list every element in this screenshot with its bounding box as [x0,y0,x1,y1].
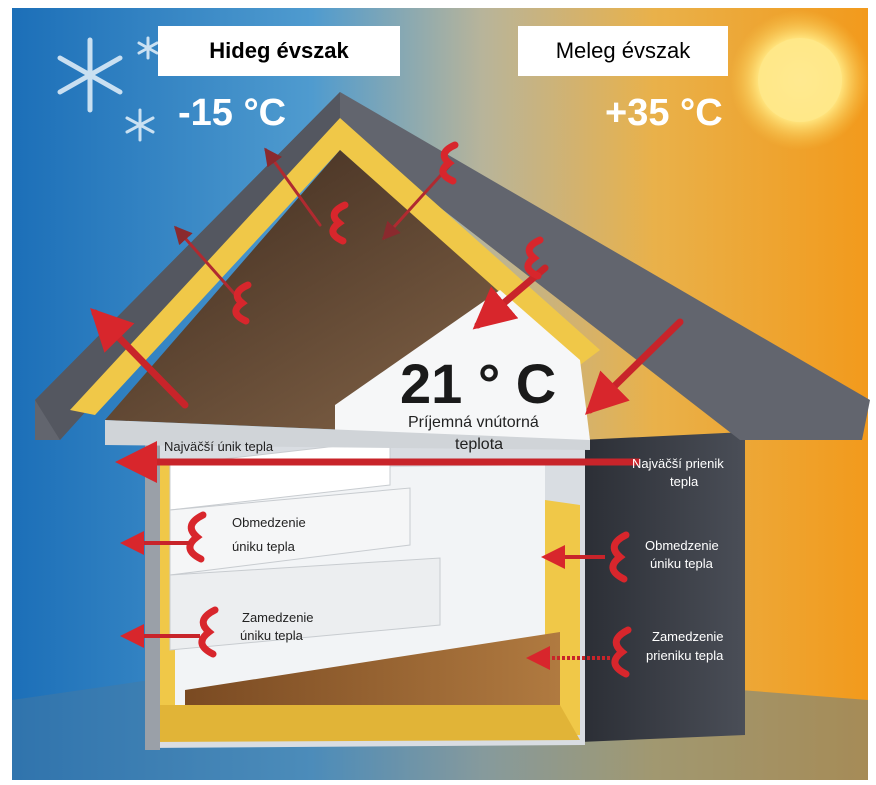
largest-loss-label: Najväčší únik tepla [164,439,274,454]
interior-upper [335,290,590,440]
warm-temperature: +35 °C [605,92,723,134]
largest-gain-label-line2: tepla [670,474,699,489]
house-wall-right [580,432,745,742]
wall-frame-edge [145,445,160,750]
insulation-board [169,439,391,511]
roof [35,92,870,440]
snowflake-icon [57,37,123,113]
interior-temperature: 21 ° C [400,352,556,415]
sun-core [758,38,842,122]
interior-caption-line2: teplota [455,436,503,453]
largest-gain-label-line1: Najväčší prienik [632,456,724,471]
limit-loss-label-line2: úniku tepla [232,539,296,554]
wall-heat-arrows [120,531,610,670]
warm-season-label: Meleg évszak [518,26,728,76]
roof-left-slope [35,92,340,440]
floor-planks [185,632,560,705]
cold-temperature: -15 °C [178,92,286,134]
insulation-board [169,487,411,576]
roof-insulation [70,118,600,415]
insulation-board [169,557,441,651]
prevent-gain-label-line2: prieniku tepla [646,648,724,663]
floor-insulation [150,705,580,742]
prevent-loss-label-line2: úniku tepla [240,628,304,643]
limit-loss-label-line1: Obmedzenie [232,515,306,530]
prevent-gain-label-line1: Zamedzenie [652,629,724,644]
cold-season-label: Hideg évszak [158,26,400,76]
limit-gain-label-line2: úniku tepla [650,556,714,571]
prevent-loss-label-line1: Zamedzenie [242,610,314,625]
snowflake-small-icon [125,36,159,142]
heat-arrows-thin [174,147,452,302]
ceiling-edge [105,420,590,450]
heat-wave-icons [186,141,632,678]
interior-caption-line1: Príjemná vnútorná [408,414,539,431]
limit-gain-label-line1: Obmedzenie [645,538,719,553]
